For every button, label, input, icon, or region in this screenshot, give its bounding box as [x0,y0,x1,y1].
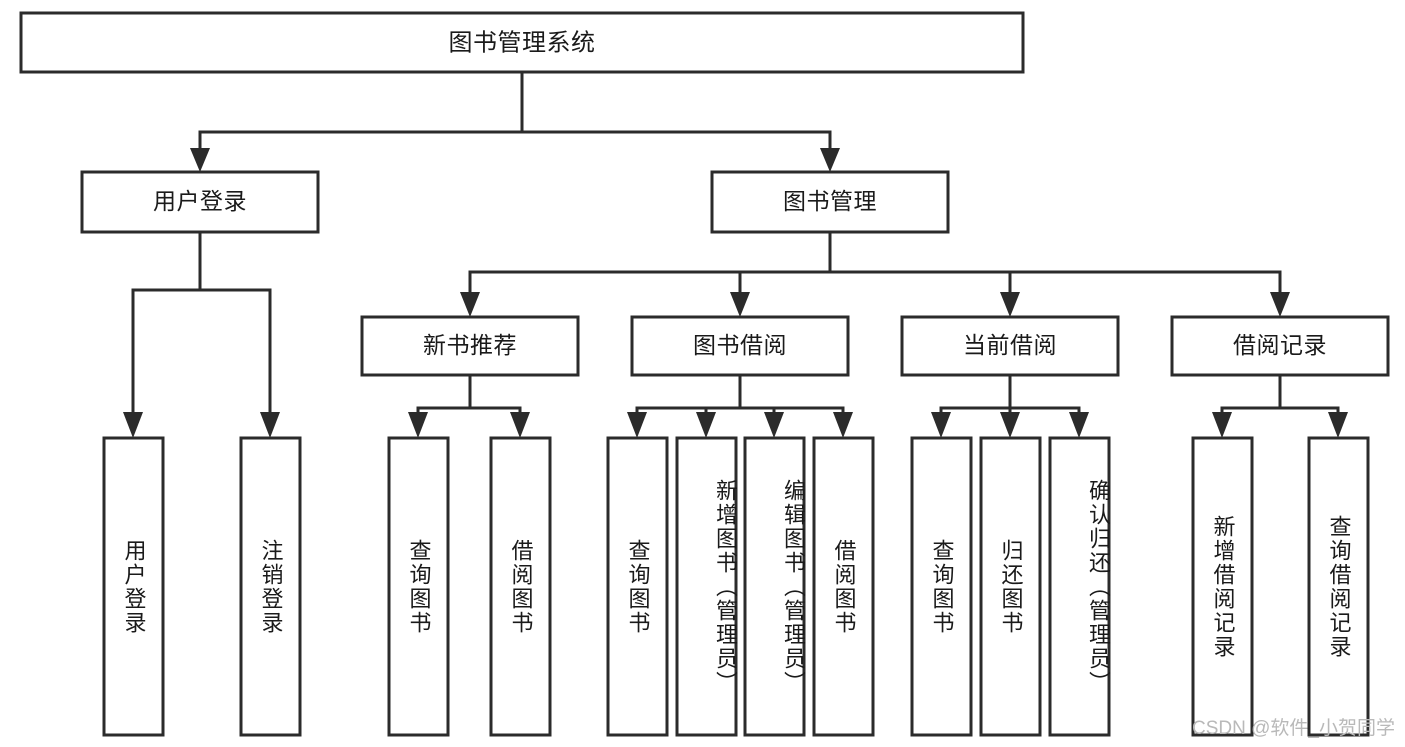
node-current-borrow-label: 当前借阅 [963,332,1057,358]
node-book-manage-label: 图书管理 [783,188,877,214]
leaf-rect-add-borrow-record[interactable] [1191,436,1254,737]
arrow-head-bookborrow-leaf-3 [764,412,784,438]
leaf-rect-query-borrow-record[interactable] [1307,436,1370,737]
node-book-borrow-rect[interactable] [630,315,850,377]
node-root-label: 图书管理系统 [449,29,596,56]
leaf-rect-currentborrow-return-book[interactable] [979,436,1042,737]
arrow-head-book-borrow [730,292,750,317]
connector-group-userlogin-to-leaves [123,230,280,438]
arrow-head-borrowrecord-leaf-1 [1212,412,1232,438]
node-book-borrow-label: 图书借阅 [693,332,787,358]
arrow-head-borrowrecord-leaf-2 [1328,412,1348,438]
arrow-head-user-login [190,148,210,172]
node-book-manage-rect[interactable] [710,170,950,234]
node-new-book-rect[interactable] [360,315,580,377]
connector-group-newbook-to-leaves [408,373,530,438]
arrow-head-book-manage [820,148,840,172]
connector-group-bookborrow-to-leaves [627,373,853,438]
arrow-head-leaf-user-login [123,412,143,438]
arrow-head-currentborrow-leaf-2 [1000,412,1020,438]
connector-group-currentborrow-to-leaves [931,373,1089,438]
node-user-login-rect[interactable] [80,170,320,234]
node-book-borrow[interactable]: 图书借阅 [630,315,850,377]
node-borrow-record-label: 借阅记录 [1233,332,1327,358]
arrow-head-borrow-record [1270,292,1290,317]
node-borrow-record[interactable]: 借阅记录 [1170,315,1390,377]
node-new-book[interactable]: 新书推荐 [360,315,580,377]
node-root[interactable]: 图书管理系统 [19,11,1025,74]
connector-group-borrowrecord-to-leaves [1212,373,1348,438]
node-user-login-label: 用户登录 [153,188,247,214]
connector-group-bookmanage-to-level3 [460,230,1290,317]
leaf-rect-newbook-borrow-book[interactable] [489,436,552,737]
leaf-rect-currentborrow-query-book[interactable] [910,436,973,737]
node-current-borrow-rect[interactable] [900,315,1120,377]
arrow-head-current-borrow [1000,292,1020,317]
node-new-book-label: 新书推荐 [423,332,517,358]
arrow-head-newbook-leaf-1 [408,412,428,438]
arrow-head-currentborrow-leaf-3 [1069,412,1089,438]
leaf-rect-user-login[interactable] [102,436,165,737]
arrow-head-bookborrow-leaf-2 [696,412,716,438]
arrow-head-bookborrow-leaf-1 [627,412,647,438]
leaf-rect-bookborrow-borrow-book[interactable] [812,436,875,737]
arrow-head-currentborrow-leaf-1 [931,412,951,438]
leaf-rect-bookborrow-add-book[interactable] [675,436,738,737]
leaf-rect-bookborrow-edit-book[interactable] [743,436,806,737]
leaf-rect-logout[interactable] [239,436,302,737]
leaf-rect-bookborrow-query-book[interactable] [606,436,669,737]
node-borrow-record-rect[interactable] [1170,315,1390,377]
leaf-rect-currentborrow-confirm-return[interactable] [1048,436,1111,737]
node-book-manage[interactable]: 图书管理 [710,170,950,234]
node-user-login[interactable]: 用户登录 [80,170,320,234]
arrow-head-bookborrow-leaf-4 [833,412,853,438]
node-root-rect[interactable] [19,11,1025,74]
connector-group-root-to-level2 [190,70,840,172]
arrow-head-newbook-leaf-2 [510,412,530,438]
leaf-rect-newbook-query-book[interactable] [387,436,450,737]
arrow-head-new-book [460,292,480,317]
node-current-borrow[interactable]: 当前借阅 [900,315,1120,377]
arrow-head-leaf-logout [260,412,280,438]
